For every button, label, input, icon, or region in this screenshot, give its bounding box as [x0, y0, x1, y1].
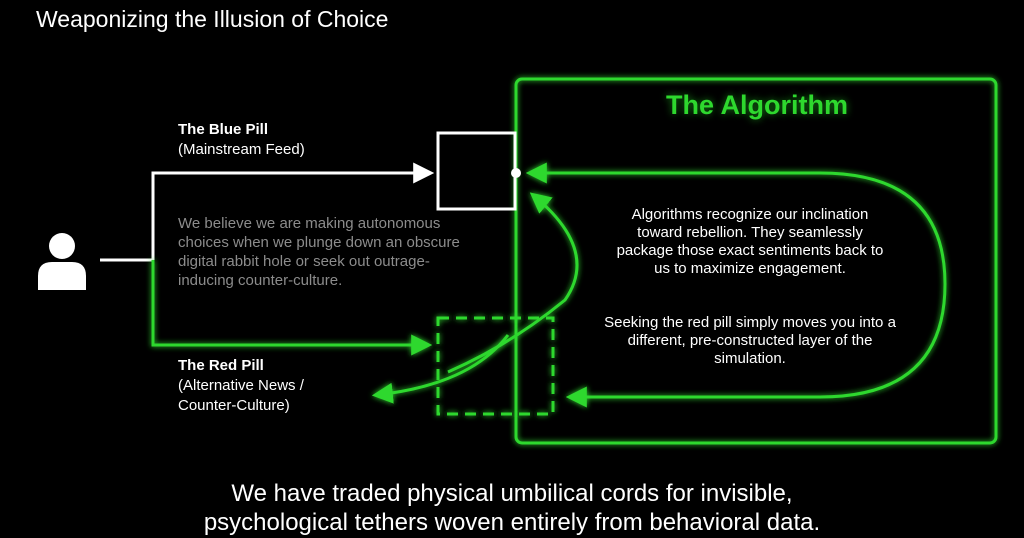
conclusion-line-1: We have traded physical umbilical cords … — [231, 480, 793, 507]
blue-pill-label: The Blue Pill (Mainstream Feed) — [178, 120, 305, 160]
red-pill-arrow — [151, 260, 433, 356]
blue-pill-title: The Blue Pill — [178, 121, 269, 138]
red-pill-title: The Red Pill — [178, 357, 264, 374]
red-pill-box — [436, 316, 555, 416]
page-title: Weaponizing the Illusion of Choice — [36, 6, 389, 32]
redirect-up-arrow — [447, 192, 579, 374]
conclusion: We have traded physical umbilical cords … — [60, 479, 964, 537]
redirect-out-arrow — [371, 334, 510, 404]
algorithm-description-2: Seeking the red pill simply moves you in… — [604, 314, 896, 367]
blue-pill-subtitle: (Mainstream Feed) — [178, 141, 305, 158]
junction-node — [511, 168, 521, 178]
algorithm-description-1: Algorithms recognize our inclination tow… — [616, 206, 884, 277]
red-pill-subtitle-line1: (Alternative News / — [178, 377, 304, 394]
red-pill-label: The Red Pill (Alternative News / Counter… — [178, 356, 418, 416]
algorithm-title: The Algorithm — [666, 90, 848, 120]
blue-pill-box — [436, 131, 517, 211]
user-icon — [38, 233, 86, 290]
algorithm-loop-arrow — [525, 162, 947, 408]
red-pill-subtitle-line2: Counter-Culture) — [178, 397, 290, 414]
conclusion-line-2: psychological tethers woven entirely fro… — [203, 509, 821, 536]
illusion-description: We believe we are making autonomous choi… — [178, 215, 460, 289]
blue-pill-arrow — [151, 162, 435, 260]
algorithm-box — [514, 77, 998, 445]
